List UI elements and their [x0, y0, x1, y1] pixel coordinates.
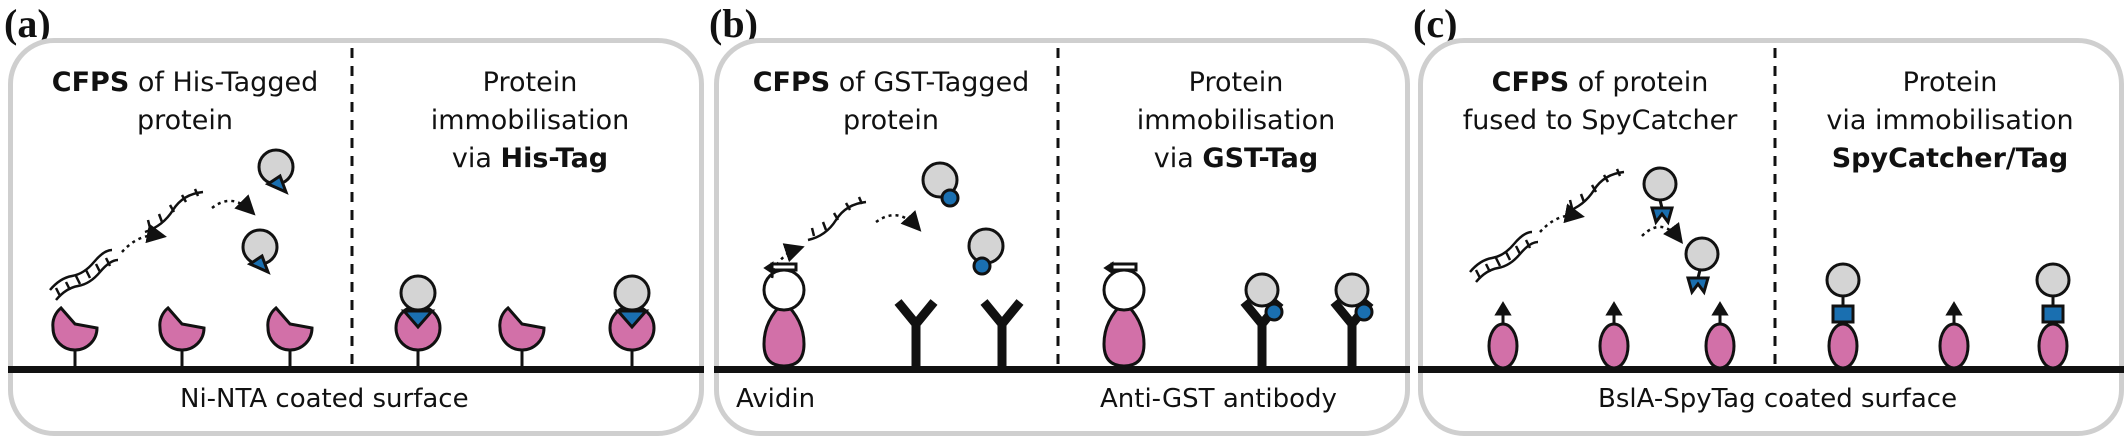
panel-a-left-title: CFPS of His-Tagged protein — [51, 67, 319, 136]
bsla-spytag-anchor — [1938, 301, 1970, 370]
ni-nta-receptor — [266, 305, 314, 366]
translation-arrow — [211, 194, 256, 216]
panel-b-left-title: CFPS of GST-Tagged protein — [752, 67, 1030, 136]
translation-arrow — [1641, 222, 1684, 244]
panel-b-antibody-label: Anti-GST antibody — [1100, 384, 1337, 414]
bound-spycatcher-protein — [1825, 262, 1861, 370]
antibody-bound-gst-protein — [1330, 272, 1374, 366]
mrna-icon — [144, 188, 204, 234]
panel-a-surface-label: Ni-NTA coated surface — [180, 384, 469, 414]
gst-tag-protein — [921, 161, 960, 208]
panel-c-surface — [1418, 366, 2124, 373]
panel-a-right-title: Protein immobilisation via His-Tag — [430, 67, 630, 174]
panel-label-c: (c) — [1413, 1, 1458, 46]
ni-nta-receptor — [498, 305, 546, 366]
avidin-anchor — [1102, 261, 1146, 368]
spycatcher-protein — [1684, 236, 1720, 296]
bound-spycatcher-protein — [2035, 262, 2071, 370]
bound-his-tag-protein — [608, 274, 656, 366]
bound-his-tag-protein — [394, 274, 442, 366]
mrna-icon — [807, 196, 867, 242]
bsla-spytag-anchor — [1598, 301, 1630, 370]
anti-gst-antibody — [980, 299, 1024, 366]
transcription-arrow — [121, 223, 167, 253]
translation-arrow — [875, 210, 922, 232]
panel-b-avidin-label: Avidin — [736, 384, 816, 414]
anti-gst-antibody — [894, 299, 938, 366]
spycatcher-protein — [1642, 166, 1678, 226]
ni-nta-receptor — [51, 305, 99, 366]
mrna-icon — [1565, 168, 1625, 214]
antibody-bound-gst-protein — [1240, 272, 1284, 366]
his-tag-protein — [241, 228, 279, 275]
panel-b-surface — [714, 366, 1410, 373]
avidin-anchor — [762, 261, 806, 368]
ni-nta-receptor — [158, 305, 206, 366]
transcription-arrow — [1539, 203, 1585, 233]
dna-strand-icon — [49, 248, 119, 301]
his-tag-protein — [257, 148, 295, 195]
panel-c-surface-label: BslA-SpyTag coated surface — [1598, 384, 1958, 414]
panel-c-left-title: CFPS of protein fused to SpyCatcher — [1462, 67, 1738, 136]
gst-tag-protein — [967, 227, 1005, 276]
bsla-spytag-anchor — [1704, 301, 1736, 370]
bsla-spytag-anchor — [1487, 301, 1519, 370]
panel-b-right-title: Protein immobilisation via GST-Tag — [1136, 67, 1336, 174]
panel-a-surface — [8, 366, 704, 373]
panel-c-right-title: Protein via immobilisation SpyCatcher/Ta… — [1826, 67, 2074, 174]
dna-strand-icon — [1469, 230, 1539, 283]
